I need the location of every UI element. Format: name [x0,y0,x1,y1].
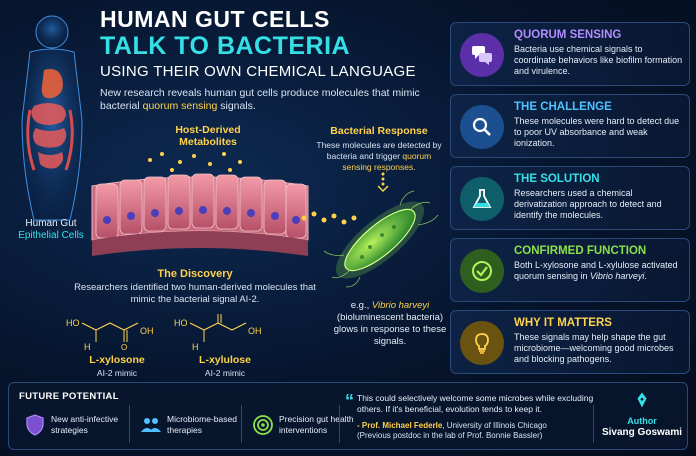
author-box: Author Sivang Goswami [597,391,687,438]
discovery-text: Researchers identified two human-derived… [74,282,316,305]
down-arrow-icon [377,172,389,192]
people-icon [141,418,161,432]
intro-text-before: New research reveals human gut cells pro… [100,87,420,112]
l-xylulose-structure: HO H OH [174,314,262,352]
mol2-h-text: H [192,342,199,352]
card-title: CONFIRMED FUNCTION [514,245,647,257]
card-text: These molecules were hard to detect due … [514,116,680,148]
card-confirmed-function: CONFIRMED FUNCTION Both L-xylosone and L… [450,238,690,302]
vibrio-description: e.g., Vibrio harveyi (bioluminescent bac… [330,300,450,348]
card-text: Bacteria use chemical signals to coordin… [514,44,683,76]
flask-icon [460,177,504,221]
check-circle-icon [460,249,504,293]
mol1-oh-text: OH [140,326,154,336]
future-item-line1: New anti-infective [51,414,119,424]
footer-divider [241,405,242,443]
quote-text: This could selectively welcome some micr… [357,393,594,414]
intro-text-after: signals. [217,100,256,112]
shield-icon [26,414,44,436]
card-text: Researchers used a chemical derivatizati… [514,188,662,220]
discovery-title: The Discovery [157,268,233,280]
card-text-end: . [644,271,647,281]
human-gut-label: Human Gut Epithelial Cells [8,218,94,242]
epithelial-cells-illustration [91,152,309,256]
lightbulb-icon [460,321,504,365]
host-derived-line2: Metabolites [179,136,237,148]
footer-divider [339,405,340,443]
quote-author-affiliation: , University of Illinois Chicago [442,421,547,430]
human-gut-label-line1: Human Gut [25,218,77,229]
mol1-o-text: O [121,343,127,352]
quote-author-note: (Previous postdoc in the lab of Prof. Bo… [357,431,543,440]
title-line2: TALK TO BACTERIA [100,32,351,60]
vibrio-desc: (bioluminescent bacteria) glows in respo… [333,312,447,347]
card-text: These signals may help shape the gut mic… [514,332,674,364]
footer-divider [593,405,594,443]
card-quorum-sensing: QUORUM SENSING Bacteria use chemical sig… [450,22,690,86]
l-xylulose-sub: AI-2 mimic [204,368,246,378]
human-gut-label-line2: Epithelial Cells [18,230,84,241]
signal-dots [301,211,357,225]
pen-nib-icon [637,392,647,408]
card-the-challenge: THE CHALLENGE These molecules were hard … [450,94,690,158]
l-xylulose-name: L-xylulose [199,354,251,366]
host-derived-label: Host-Derived Metabolites [160,124,256,148]
card-title: WHY IT MATTERS [514,317,612,329]
magnifier-icon [460,105,504,149]
quote-mark-icon: “ [345,391,354,411]
card-title: THE CHALLENGE [514,101,612,113]
card-title: QUORUM SENSING [514,29,622,41]
future-item-line2: strategies [51,425,88,435]
vibrio-prefix: e.g., [350,300,372,311]
vibrio-bacterium-illustration [323,190,439,288]
mol1-ho-text: HO [66,318,80,328]
author-label: Author [627,416,657,426]
quote-author-name: - Prof. Michael Federle [357,421,443,430]
card-text-main: Both L-xylosone and L-xylulose activated… [514,260,678,281]
bacterial-response-text: These molecules are detected by bacteria… [312,140,446,173]
chat-bubbles-icon [460,33,504,77]
l-xylosone-name: L-xylosone [89,354,145,366]
future-potential-title: FUTURE POTENTIAL [19,391,119,402]
card-text: Both L-xylosone and L-xylulose activated… [514,260,686,282]
future-item-line2: therapies [167,425,202,435]
l-xylosone-sub: AI-2 mimic [96,368,138,378]
l-xylosone-structure: HO O H OH [66,318,154,352]
title-line3: USING THEIR OWN CHEMICAL LANGUAGE [100,63,416,80]
future-item-line1: Precision gut health [279,414,354,424]
mol2-ho-text: HO [174,318,188,328]
host-derived-line1: Host-Derived [175,124,241,136]
mol1-h-text: H [84,342,91,352]
card-why-it-matters: WHY IT MATTERS These signals may help sh… [450,310,690,374]
intro-text-highlight: quorum sensing [142,100,218,112]
footer-divider [129,405,130,443]
info-cards-panel: QUORUM SENSING Bacteria use chemical sig… [450,22,690,374]
mol2-oh-text: OH [248,326,262,336]
card-the-solution: THE SOLUTION Researchers used a chemical… [450,166,690,230]
vibrio-name: Vibrio harveyi [371,300,430,311]
bacterial-response-text-highlight: quorum sensing responses [342,151,432,172]
bacterial-response-text-before: These molecules are detected by bacteria… [316,140,442,161]
target-icon [253,415,273,435]
human-silhouette-illustration [21,15,83,221]
bacterial-response-title: Bacterial Response [330,125,428,137]
card-text-em: Vibrio harveyi [590,271,645,281]
future-item-line1: Microbiome-based [167,414,237,424]
intro-text: New research reveals human gut cells pro… [100,87,420,113]
future-item-line2: interventions [279,425,328,435]
bacterial-response-text-after: . [413,162,416,172]
quote-attribution: - Prof. Michael Federle, University of I… [357,421,597,441]
card-title: THE SOLUTION [514,173,600,185]
title-line1: HUMAN GUT CELLS [100,6,330,32]
author-name: Sivang Goswami [601,427,683,438]
